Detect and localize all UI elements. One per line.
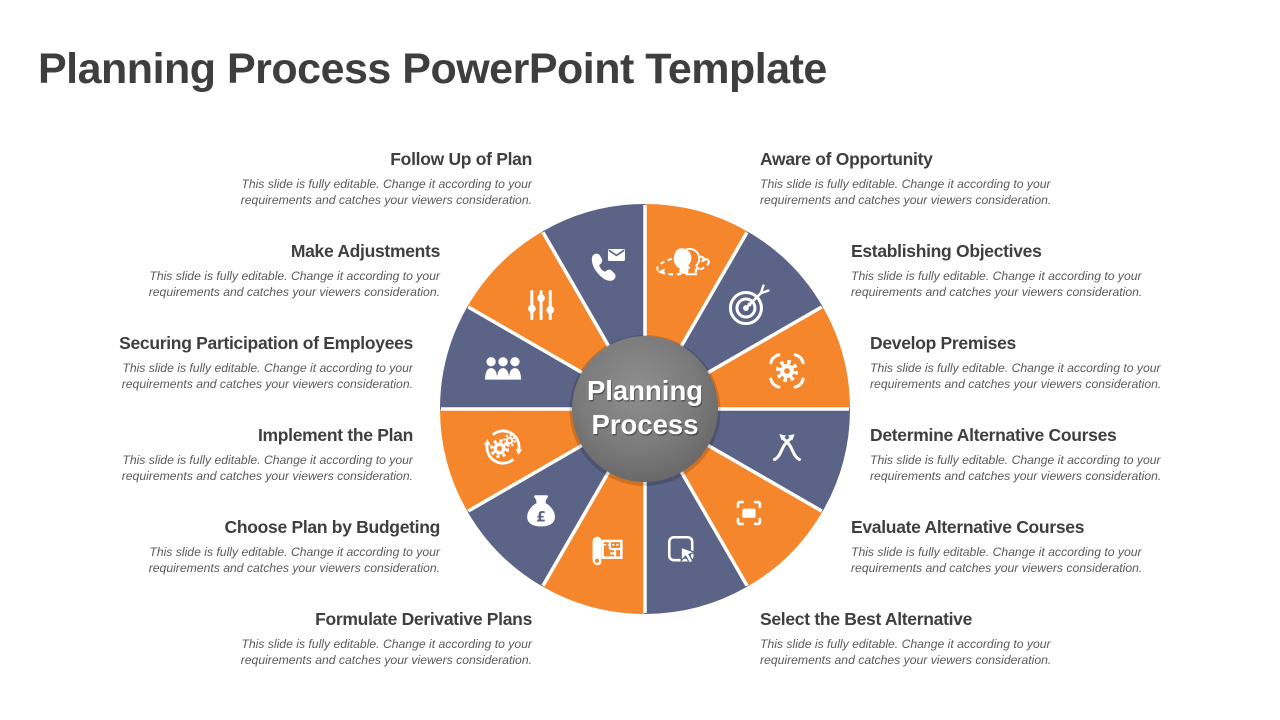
step-formulate-derivative-plans: Formulate Derivative Plans This slide is… <box>170 609 533 668</box>
step-choose-plan-by-budgeting: Choose Plan by Budgeting This slide is f… <box>78 517 441 576</box>
step-title: Select the Best Alternative <box>760 609 973 629</box>
wheel-segment-cursor-select <box>645 459 748 614</box>
step-title: Aware of Opportunity <box>760 149 933 169</box>
step-title: Implement the Plan <box>257 425 413 445</box>
wheel-segment-blueprint <box>542 459 645 614</box>
step-description: This slide is fully editable. Change it … <box>851 545 1143 575</box>
wheel-segment-shuffle-arrows <box>695 409 850 512</box>
step-title: Follow Up of Plan <box>390 149 532 169</box>
step-description: This slide is fully editable. Change it … <box>760 637 1052 667</box>
wheel-segment-people <box>440 306 595 409</box>
step-description: This slide is fully editable. Change it … <box>148 269 440 299</box>
step-description: This slide is fully editable. Change it … <box>240 177 532 207</box>
step-title: Determine Alternative Courses <box>870 425 1117 445</box>
step-establishing-objectives: Establishing Objectives This slide is fu… <box>851 241 1213 300</box>
step-title: Evaluate Alternative Courses <box>851 517 1085 537</box>
sliders-icon <box>526 290 556 321</box>
step-determine-alternative-courses: Determine Alternative Courses This slide… <box>870 425 1232 484</box>
step-develop-premises: Develop Premises This slide is fully edi… <box>870 333 1232 392</box>
wheel-segment-phone-mail <box>542 204 645 359</box>
step-evaluate-alternative-courses: Evaluate Alternative Courses This slide … <box>851 517 1213 576</box>
step-title: Develop Premises <box>870 333 1016 353</box>
people-icon <box>485 357 521 380</box>
page-title: Planning Process PowerPoint Template <box>38 45 827 93</box>
step-description: This slide is fully editable. Change it … <box>121 361 413 391</box>
step-make-adjustments: Make Adjustments This slide is fully edi… <box>78 241 441 300</box>
step-follow-up-of-plan: Follow Up of Plan This slide is fully ed… <box>170 149 533 208</box>
step-description: This slide is fully editable. Change it … <box>240 637 532 667</box>
step-title: Make Adjustments <box>290 241 440 261</box>
step-description: This slide is fully editable. Change it … <box>121 453 413 483</box>
step-title: Securing Participation of Employees <box>119 333 413 353</box>
wheel-segment-head-orbit <box>645 204 748 359</box>
step-description: This slide is fully editable. Change it … <box>870 453 1162 483</box>
wheel-center-label: Process <box>591 409 698 440</box>
step-description: This slide is fully editable. Change it … <box>148 545 440 575</box>
step-description: This slide is fully editable. Change it … <box>870 361 1162 391</box>
step-select-the-best-alternative: Select the Best Alternative This slide i… <box>760 609 1122 668</box>
step-description: This slide is fully editable. Change it … <box>851 269 1143 299</box>
step-aware-of-opportunity: Aware of Opportunity This slide is fully… <box>760 149 1122 208</box>
wheel-segment-process-gears <box>440 409 595 512</box>
step-securing-participation: Securing Participation of Employees This… <box>51 333 413 392</box>
step-title: Choose Plan by Budgeting <box>224 517 441 537</box>
svg-text:Process: Process <box>592 411 699 442</box>
svg-text:Planning: Planning <box>588 377 704 408</box>
step-title: Formulate Derivative Plans <box>315 609 532 629</box>
wheel-center-circle <box>572 336 718 482</box>
step-title: Establishing Objectives <box>851 241 1042 261</box>
step-implement-the-plan: Implement the Plan This slide is fully e… <box>51 425 414 484</box>
step-description: This slide is fully editable. Change it … <box>760 177 1052 207</box>
wheel-center-label: Planning <box>587 375 703 406</box>
